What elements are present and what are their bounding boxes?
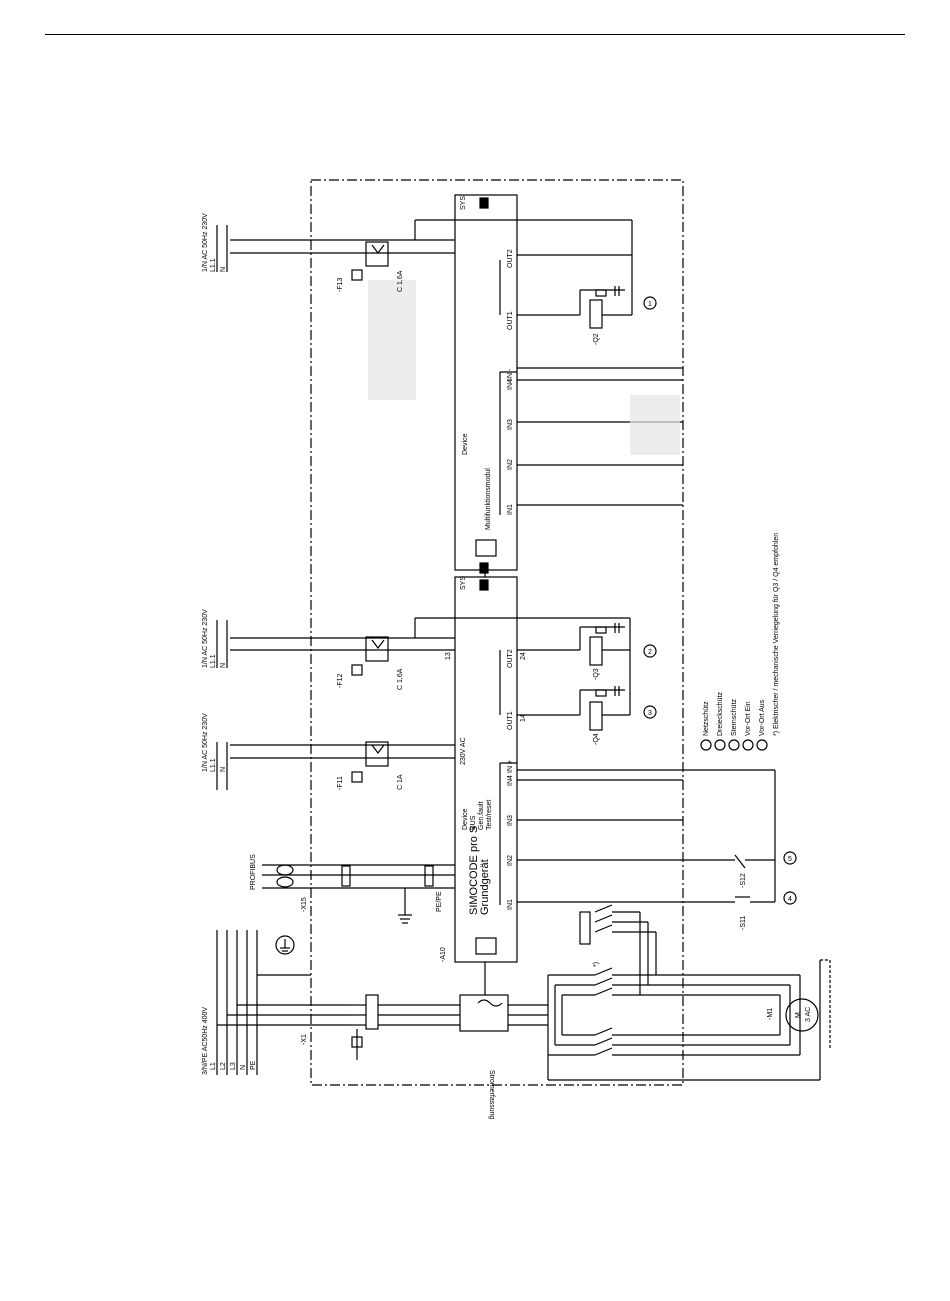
- legend-1-text: Netzschütz: [703, 701, 710, 736]
- current-detection-label: Stromerfassung: [488, 1070, 495, 1120]
- main-supply-label: 3/N/PE AC50Hz 400V: [202, 1007, 209, 1075]
- coil-q2-wiring: [499, 220, 633, 329]
- x1-label: -X1: [301, 1034, 308, 1045]
- profibus-wiring: [262, 864, 455, 924]
- basic-unit-subtitle: Grundgerät: [479, 859, 491, 915]
- led-genfault: Gen.fault: [478, 802, 485, 830]
- led-test: Test/reset: [486, 800, 493, 830]
- basic-unit-ref: -A10: [440, 947, 447, 962]
- label-l2: L2: [220, 1062, 227, 1070]
- basic-term-14: 14: [520, 714, 527, 722]
- basic-sys: SYS: [460, 576, 467, 590]
- earth-symbol-circle: [275, 935, 295, 955]
- f11-label: -F11: [337, 776, 344, 790]
- led-bus: BUS: [470, 815, 477, 830]
- profibus-label: PROFIBUS: [250, 854, 257, 890]
- motor-label-type: 3 AC: [805, 1007, 812, 1022]
- legend-2-text: Dreieckschütz: [717, 692, 724, 736]
- mfm-sys: SYS: [460, 196, 467, 210]
- mfm-in1: IN1: [507, 504, 514, 515]
- motor-label-m: M: [795, 1012, 802, 1018]
- legend-footnote: *) Elektrischer / mechanische Verriegelu…: [773, 533, 780, 736]
- q2-label: -Q2: [593, 333, 600, 345]
- f11-rating: C 1A: [397, 774, 404, 790]
- basic-in1: IN1: [507, 899, 514, 910]
- led-device: Device: [462, 808, 469, 830]
- label-l3: L3: [230, 1062, 237, 1070]
- basic-in3: IN3: [507, 815, 514, 826]
- f12-rating: C 1,6A: [397, 668, 404, 690]
- legend-5-num: 5: [788, 856, 792, 863]
- basic-unit-title: SIMOCODE pro S: [468, 826, 480, 915]
- legend-3-num: 3: [648, 710, 652, 717]
- mfm-in2: IN2: [507, 459, 514, 470]
- motor-wiring: [547, 959, 831, 1081]
- legend-4-text: Vor-Ort Ein: [745, 701, 752, 736]
- mfm-out2: OUT2: [507, 249, 514, 268]
- motor-symbol: [785, 998, 819, 1032]
- s-l1-a: L1.1: [210, 758, 217, 772]
- label-l1: L1: [210, 1062, 217, 1070]
- supply-f12: [216, 617, 630, 676]
- header-rule: [45, 34, 905, 35]
- mfm-out1: OUT1: [507, 311, 514, 330]
- s-l1-b: L1.1: [210, 654, 217, 668]
- basic-in4: IN4: [507, 775, 514, 786]
- legend-4-num: 4: [788, 896, 792, 903]
- f12-label: -F12: [337, 674, 344, 689]
- supply-3-label: 1/N AC 50Hz 230V: [202, 213, 209, 272]
- basic-unit-supply: 230V AC: [460, 737, 467, 765]
- coil-q3-q4-wiring: [499, 618, 631, 731]
- basic-term-13: 13: [445, 652, 452, 660]
- label-pe: PE: [250, 1060, 257, 1070]
- q-note: *): [593, 962, 600, 967]
- supply-f13: [216, 219, 632, 281]
- current-detection-box: [459, 994, 509, 1032]
- f13-label: -F13: [337, 278, 344, 293]
- legend-markers: [643, 296, 797, 905]
- s-n-c: N: [220, 267, 227, 272]
- basic-in2: IN2: [507, 855, 514, 866]
- contactor-wiring: [547, 904, 690, 1056]
- supply-2-label: 1/N AC 50Hz 230V: [202, 609, 209, 668]
- motor-ref: -M1: [767, 1008, 774, 1020]
- s-n-a: N: [220, 767, 227, 772]
- legend-3-text: Sternschütz: [731, 699, 738, 736]
- basic-out2: OUT2: [507, 649, 514, 668]
- mfm-in-minus: IN -: [507, 368, 514, 380]
- main-3ph-bus: [216, 930, 350, 1075]
- q3-label: -Q3: [593, 668, 600, 680]
- cabinet-boundary: [310, 179, 684, 1086]
- basic-term-24: 24: [520, 652, 527, 660]
- multifunction-title: Multifunktionsmodul: [485, 468, 492, 530]
- basic-in-plus: IN +: [507, 760, 514, 773]
- shaded-zone-2: [630, 395, 680, 455]
- legend-2-num: 2: [648, 649, 652, 656]
- s12-label: -S12: [740, 873, 747, 888]
- mfm-in3: IN3: [507, 419, 514, 430]
- basic-unit-inputs: [499, 762, 776, 905]
- legend-5-text: Vor-Ort Aus: [759, 699, 766, 736]
- main-disconnect: [365, 994, 379, 1030]
- supply-f11: [216, 741, 455, 790]
- supply-1-label: 1/N AC 50Hz 230V: [202, 713, 209, 772]
- f13-rating: C 1,6A: [397, 270, 404, 292]
- profibus-connector: -X15: [301, 897, 308, 912]
- shaded-zone-1: [368, 280, 416, 400]
- s11-label: -S11: [740, 916, 747, 930]
- profibus-pe: PE/PE: [436, 891, 443, 912]
- s-l1-c: L1.1: [210, 258, 217, 272]
- basic-out1: OUT1: [507, 711, 514, 730]
- q4-label: -Q4: [593, 733, 600, 745]
- label-n: N: [240, 1065, 247, 1070]
- s-n-b: N: [220, 663, 227, 668]
- mfm-led: Device: [462, 433, 469, 455]
- legend-1-num: 1: [648, 301, 652, 308]
- mfm-in4: IN4: [507, 379, 514, 390]
